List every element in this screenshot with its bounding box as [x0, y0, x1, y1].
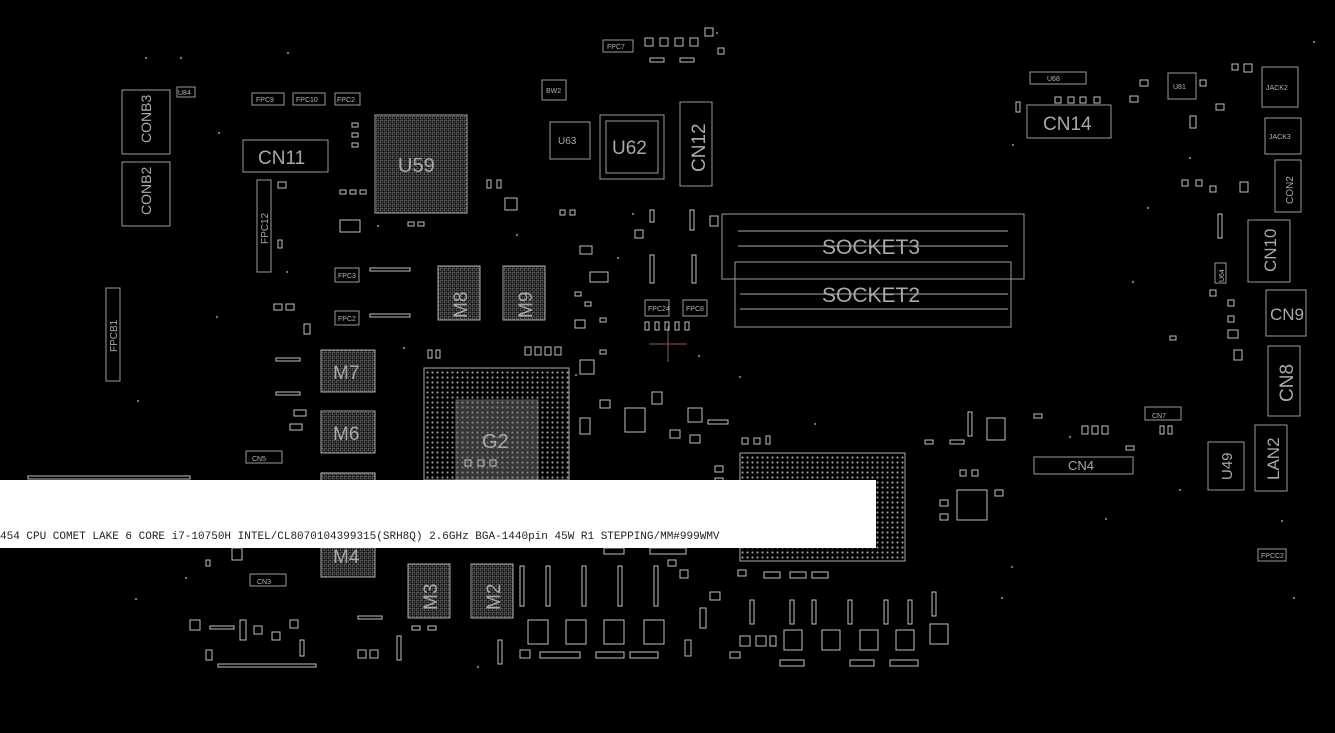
cn7-label: CN7 — [1152, 413, 1166, 420]
cn11-connector[interactable]: CN11 — [242, 139, 329, 173]
m7-label: M7 — [333, 363, 359, 384]
conb3-label: CONB3 — [138, 95, 154, 143]
cn10-connector[interactable]: CN10 — [1247, 219, 1291, 283]
fpc9-label: FPC9 — [256, 97, 274, 104]
m2-label: M2 — [484, 584, 505, 610]
m3-label: M3 — [421, 584, 442, 610]
cn3-connector[interactable]: CN3 — [249, 573, 287, 587]
fpc7-connector[interactable]: FPC7 — [602, 39, 634, 53]
fpc2b-label: FPC2 — [338, 316, 356, 323]
cn10-label: CN10 — [1261, 229, 1280, 272]
via-markers — [134, 31, 1316, 669]
socket2-slot[interactable]: SOCKET2 — [734, 261, 1012, 328]
cn14-connector[interactable]: CN14 — [1026, 104, 1112, 139]
cn5-label: CN5 — [252, 456, 266, 463]
u84-label: U84 — [178, 90, 191, 97]
m9-chip[interactable]: M9 — [502, 265, 546, 321]
u64-chip[interactable]: U64 — [1214, 262, 1227, 284]
u63-chip[interactable]: U63 — [549, 121, 591, 160]
socket3-slot[interactable]: SOCKET3 — [721, 213, 1025, 280]
cn8-connector[interactable]: CN8 — [1267, 345, 1301, 417]
cn3-label: CN3 — [257, 579, 271, 586]
fpc8-label: FPC8 — [686, 306, 704, 313]
u81-chip[interactable]: U81 — [1167, 72, 1197, 100]
m2-chip[interactable]: M2 — [470, 563, 514, 619]
cn7-connector[interactable]: CN7 — [1144, 406, 1182, 421]
fpcc2-connector[interactable]: FPCC2 — [1257, 548, 1287, 562]
fpc2b-connector[interactable]: FPC2 — [334, 310, 360, 326]
lan2-connector[interactable]: LAN2 — [1254, 424, 1288, 492]
fpcb1-label: FPCB1 — [109, 319, 120, 352]
crosshair-icon — [649, 326, 687, 362]
fpc9-connector[interactable]: FPC9 — [251, 92, 285, 106]
u63-label: U63 — [558, 136, 577, 147]
bw2-component[interactable]: BW2 — [541, 79, 567, 101]
fpc24-connector[interactable]: FPC24 — [644, 299, 670, 317]
conb2-label: CONB2 — [138, 167, 154, 215]
u59-chip[interactable]: U59 — [374, 114, 468, 214]
cn14-label: CN14 — [1043, 114, 1092, 135]
con2-connector[interactable]: CON2 — [1274, 159, 1302, 213]
g2-label: G2 — [482, 431, 509, 453]
bw2-label: BW2 — [546, 88, 561, 95]
cn9-connector[interactable]: CN9 — [1265, 289, 1307, 337]
conb3-connector[interactable]: CONB3 — [121, 89, 171, 155]
fpc10-label: FPC10 — [296, 97, 318, 104]
cn4-connector[interactable]: CN4 — [1033, 456, 1134, 475]
u64-label: U64 — [1219, 269, 1226, 282]
u68-chip[interactable]: U68 — [1029, 71, 1087, 85]
component-info-tooltip: 454 CPU COMET LAKE 6 CORE i7-10750H INTE… — [0, 480, 876, 548]
cn12-label: CN12 — [689, 123, 710, 172]
fpcc2-label: FPCC2 — [1261, 553, 1284, 560]
fpc2-connector[interactable]: FPC2 — [334, 92, 361, 106]
cn8-label: CN8 — [1277, 364, 1298, 402]
socket3-label: SOCKET3 — [822, 236, 920, 259]
fpc10-connector[interactable]: FPC10 — [292, 92, 326, 106]
fpcb1-connector[interactable]: FPCB1 — [105, 287, 121, 382]
socket2-label: SOCKET2 — [822, 284, 920, 307]
fpc12-label: FPC12 — [260, 212, 271, 244]
m4-chip[interactable]: M4 — [320, 544, 376, 578]
cn9-label: CN9 — [1270, 305, 1304, 324]
cn11-label: CN11 — [258, 148, 305, 169]
m8-chip[interactable]: M8 — [437, 265, 481, 321]
m4-label: M4 — [333, 547, 360, 568]
jack2-connector[interactable]: JACK2 — [1261, 66, 1299, 108]
m6-chip[interactable]: M6 — [320, 410, 376, 454]
conb2-connector[interactable]: CONB2 — [121, 161, 171, 227]
m6-label: M6 — [333, 424, 359, 445]
cn4-label: CN4 — [1068, 458, 1094, 473]
cn5-connector[interactable]: CN5 — [245, 450, 283, 464]
fpc8-connector[interactable]: FPC8 — [682, 299, 708, 317]
u81-label: U81 — [1173, 84, 1186, 91]
jack2-label: JACK2 — [1266, 85, 1288, 92]
jack3-connector[interactable]: JACK3 — [1264, 117, 1302, 155]
u68-label: U68 — [1047, 76, 1060, 83]
fpc24-label: FPC24 — [648, 306, 670, 313]
u62-chip[interactable]: U62 — [599, 114, 665, 180]
passive-components — [27, 27, 1253, 668]
fpc3-label: FPC3 — [338, 273, 356, 280]
u62-label: U62 — [612, 138, 647, 159]
u84-chip[interactable]: U84 — [176, 86, 196, 98]
component-info-text: 454 CPU COMET LAKE 6 CORE i7-10750H INTE… — [0, 531, 720, 543]
fpc12-connector[interactable]: FPC12 — [256, 179, 272, 273]
u59-label: U59 — [398, 155, 435, 177]
m9-label: M9 — [516, 292, 537, 318]
fpc2-label: FPC2 — [337, 97, 355, 104]
m8-label: M8 — [451, 292, 472, 318]
cn12-connector[interactable]: CN12 — [679, 101, 713, 187]
jack3-label: JACK3 — [1269, 134, 1291, 141]
m3-chip[interactable]: M3 — [407, 563, 451, 619]
con2-label: CON2 — [1285, 176, 1296, 204]
lan2-label: LAN2 — [1264, 437, 1283, 480]
fpc7-label: FPC7 — [607, 44, 625, 51]
u49-chip[interactable]: U49 — [1207, 441, 1245, 491]
fpc3-connector[interactable]: FPC3 — [334, 267, 360, 283]
m7-chip[interactable]: M7 — [320, 349, 376, 393]
u49-label: U49 — [1219, 452, 1236, 480]
